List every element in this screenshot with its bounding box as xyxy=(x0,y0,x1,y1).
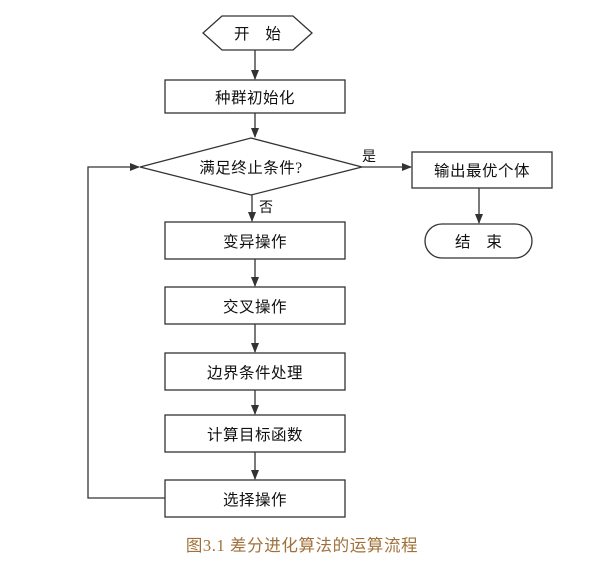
node-condition-diamond xyxy=(139,137,363,196)
edge-label-yes: 是 xyxy=(362,150,376,165)
node-selection-box xyxy=(164,479,346,518)
node-objective-box xyxy=(164,414,346,453)
node-mutation-box xyxy=(164,221,346,260)
edge-selection-feedback-to-condition xyxy=(87,163,165,499)
node-crossover-box xyxy=(164,286,346,325)
node-end-rounded xyxy=(424,223,533,259)
figure-caption: 图3.1 差分进化算法的运算流程 xyxy=(185,536,419,555)
edge-label-no: 否 xyxy=(259,201,273,216)
node-output-box xyxy=(411,151,553,189)
node-init-box xyxy=(164,79,346,114)
node-start-hexagon xyxy=(202,15,313,51)
node-boundary-box xyxy=(164,352,346,391)
